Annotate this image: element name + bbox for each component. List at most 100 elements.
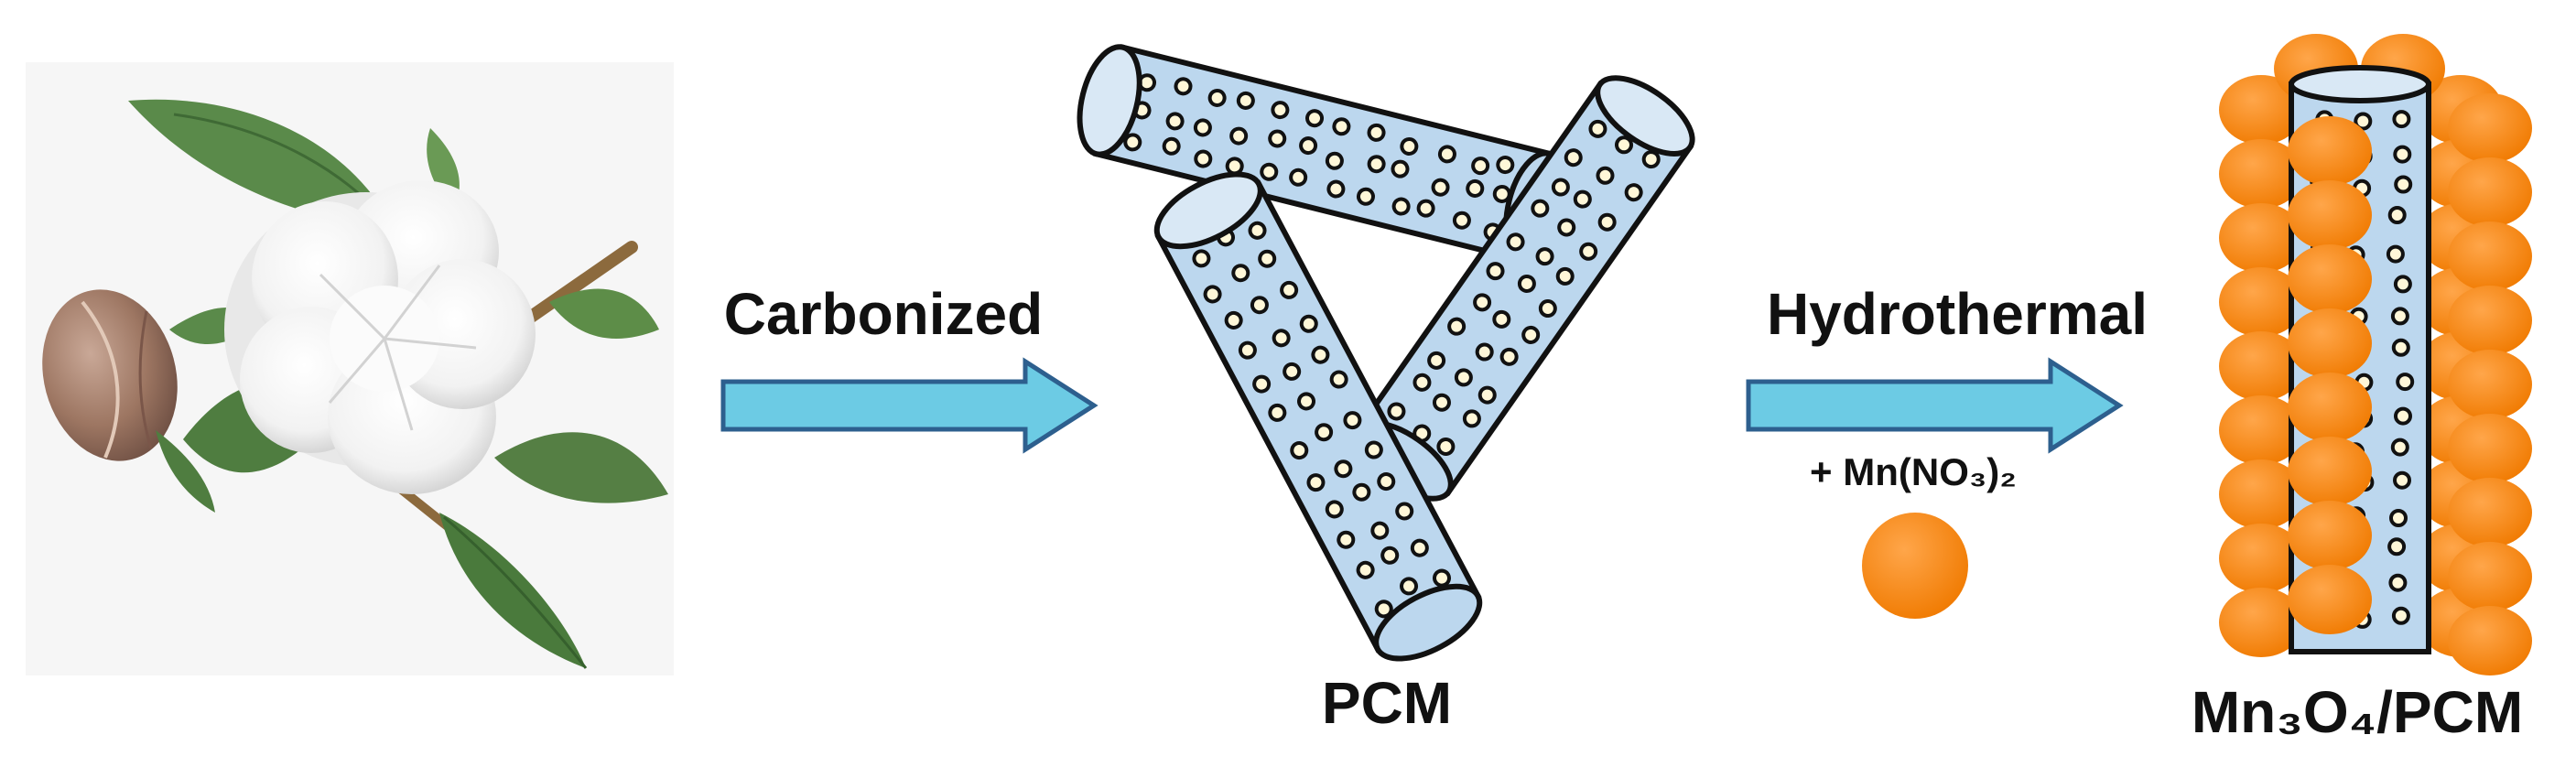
pore <box>1236 91 1255 110</box>
mn3o4-particle <box>2219 524 2303 593</box>
pore <box>1248 221 1267 240</box>
pore <box>1272 329 1291 348</box>
pore <box>1641 150 1661 169</box>
pore <box>1551 178 1570 197</box>
pore <box>2393 470 2411 490</box>
pore <box>2392 110 2411 129</box>
pore <box>2394 406 2412 426</box>
pore <box>1283 362 1302 381</box>
pore <box>2393 275 2412 294</box>
mn3o4-particle <box>2448 350 2532 419</box>
mn3o4-particle <box>2288 501 2372 570</box>
pore <box>2391 338 2410 357</box>
pore <box>1174 77 1193 96</box>
pore <box>1224 310 1243 330</box>
mn3o4-particle <box>2448 478 2532 547</box>
pore <box>1416 199 1435 218</box>
cotton-boll-icon <box>26 62 674 675</box>
pore <box>2390 307 2409 326</box>
pore <box>2390 438 2409 457</box>
mn3o4-particle <box>2448 286 2532 355</box>
pore <box>1268 403 1287 422</box>
mn3o4-particle <box>2219 75 2303 145</box>
mn3o4-particle <box>2219 139 2303 209</box>
pore <box>1427 351 1446 370</box>
pore <box>1280 280 1299 299</box>
mn3o4-particle <box>2448 157 2532 227</box>
pore <box>1492 309 1511 329</box>
pore <box>1123 133 1142 152</box>
pore <box>1364 440 1383 459</box>
hydrothermal-arrow <box>1746 357 2124 454</box>
pore <box>1311 345 1330 364</box>
pore <box>1391 159 1410 178</box>
pore <box>1471 157 1490 176</box>
pore <box>1555 266 1575 286</box>
pore <box>1496 156 1515 175</box>
mn3o4-particle <box>2288 308 2372 378</box>
pore <box>1352 482 1371 502</box>
pore <box>1332 117 1351 136</box>
pore <box>1337 530 1356 549</box>
step-carbonized-label: Carbonized <box>724 281 1043 347</box>
pore <box>1597 212 1617 232</box>
pore <box>2393 145 2412 164</box>
pore <box>1499 347 1519 366</box>
pore <box>1252 374 1272 394</box>
mn3o4-particle <box>2288 244 2372 314</box>
pore <box>2387 206 2407 224</box>
pore <box>1305 109 1325 128</box>
mn3o4-particle <box>2288 437 2372 506</box>
pore <box>1462 409 1481 428</box>
pore <box>1624 183 1643 202</box>
pore <box>2387 537 2407 556</box>
pore <box>1538 299 1557 319</box>
pore <box>1400 136 1419 156</box>
pore <box>1238 340 1257 360</box>
pore <box>1250 296 1269 315</box>
pore <box>1334 459 1353 479</box>
pore <box>1306 473 1326 492</box>
pore <box>1162 136 1181 156</box>
mn-particle-icon <box>1862 513 1968 619</box>
pore <box>1194 149 1213 168</box>
pore <box>1207 88 1227 107</box>
pore <box>1203 285 1222 304</box>
pore <box>1615 135 1634 155</box>
mn3o4-particle <box>2288 180 2372 250</box>
composite-structure <box>2219 34 2532 675</box>
pore <box>1433 568 1452 588</box>
pore <box>1325 500 1344 519</box>
pcm-tube <box>1153 171 1483 662</box>
mn3o4-particle <box>2288 373 2372 442</box>
step-hydrothermal-label: Hydrothermal <box>1767 281 2148 347</box>
pore <box>1289 167 1308 187</box>
mn3o4-particle <box>2219 459 2303 529</box>
pore <box>1486 262 1505 281</box>
pore <box>1377 472 1396 492</box>
pore <box>1343 411 1362 430</box>
composite-label: Mn₃O₄/PCM <box>2192 679 2523 745</box>
pore <box>2396 373 2415 392</box>
pore <box>1588 119 1607 138</box>
pore <box>1367 123 1386 142</box>
pore <box>2386 244 2405 264</box>
pore <box>1315 423 1334 442</box>
pore <box>1271 101 1290 120</box>
pore <box>1432 393 1451 412</box>
pore <box>1299 314 1318 333</box>
pore <box>1473 293 1492 312</box>
mn3o4-particle <box>2288 116 2372 186</box>
pore <box>1437 145 1456 164</box>
mn3o4-particle <box>2219 267 2303 337</box>
pore <box>1596 166 1615 185</box>
pore <box>1326 179 1346 199</box>
pcm-tubes <box>1077 44 1695 662</box>
pore <box>1325 151 1344 170</box>
pore <box>1410 538 1429 557</box>
pore <box>1329 370 1348 389</box>
pore <box>1452 211 1471 230</box>
pore <box>1521 325 1541 344</box>
pore <box>1268 129 1287 148</box>
